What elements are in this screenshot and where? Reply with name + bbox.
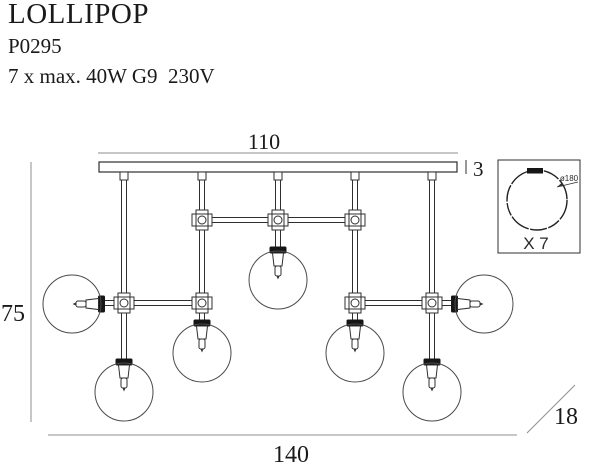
globe-detail-box: ø180 X 7 (497, 159, 581, 254)
detail-count-label: X 7 (523, 234, 549, 253)
dimension-height: 75 (1, 162, 32, 422)
globe (325, 323, 385, 383)
globe (42, 274, 102, 334)
dim-label-75: 75 (1, 301, 25, 327)
lamp-socket (72, 295, 105, 313)
pipe-joint (344, 292, 366, 314)
rod-connector (197, 171, 207, 181)
dim-label-18: 18 (554, 404, 578, 430)
globe (454, 274, 514, 334)
globe (248, 250, 308, 310)
pipe-joint (421, 292, 443, 314)
globe (94, 362, 154, 422)
rod-connector (119, 171, 129, 181)
product-spec: 7 x max. 40W G9 230V (8, 64, 215, 88)
glass-globes (42, 250, 514, 422)
dim-label-3: 3 (473, 157, 484, 181)
dim-label-110: 110 (248, 129, 280, 154)
dimension-depth: 18 (526, 384, 578, 434)
detail-socket-top (527, 168, 543, 174)
dim-label-140: 140 (273, 442, 309, 468)
pipe-joint (113, 292, 135, 314)
globe (402, 362, 462, 422)
rod-1 (121, 179, 127, 363)
dimension-total-width: 140 (48, 434, 517, 468)
rod-connector (427, 171, 437, 181)
dimension-rail-width: 110 (98, 129, 458, 154)
product-code: P0295 (8, 34, 62, 58)
product-title: LOLLIPOP (8, 0, 149, 30)
globe (172, 323, 232, 383)
rod-connector (273, 171, 283, 181)
pipe-joint (191, 209, 213, 231)
pipe-joint (191, 292, 213, 314)
rod-5 (429, 179, 435, 363)
pipe-joint (344, 209, 366, 231)
detail-diameter-label: ø180 (560, 174, 579, 183)
ceiling-rail (98, 161, 458, 173)
rod-connector (350, 171, 360, 181)
dimension-rail-thickness: 3 (465, 157, 484, 181)
pipe-joint (267, 209, 289, 231)
lamp-socket (451, 295, 484, 313)
